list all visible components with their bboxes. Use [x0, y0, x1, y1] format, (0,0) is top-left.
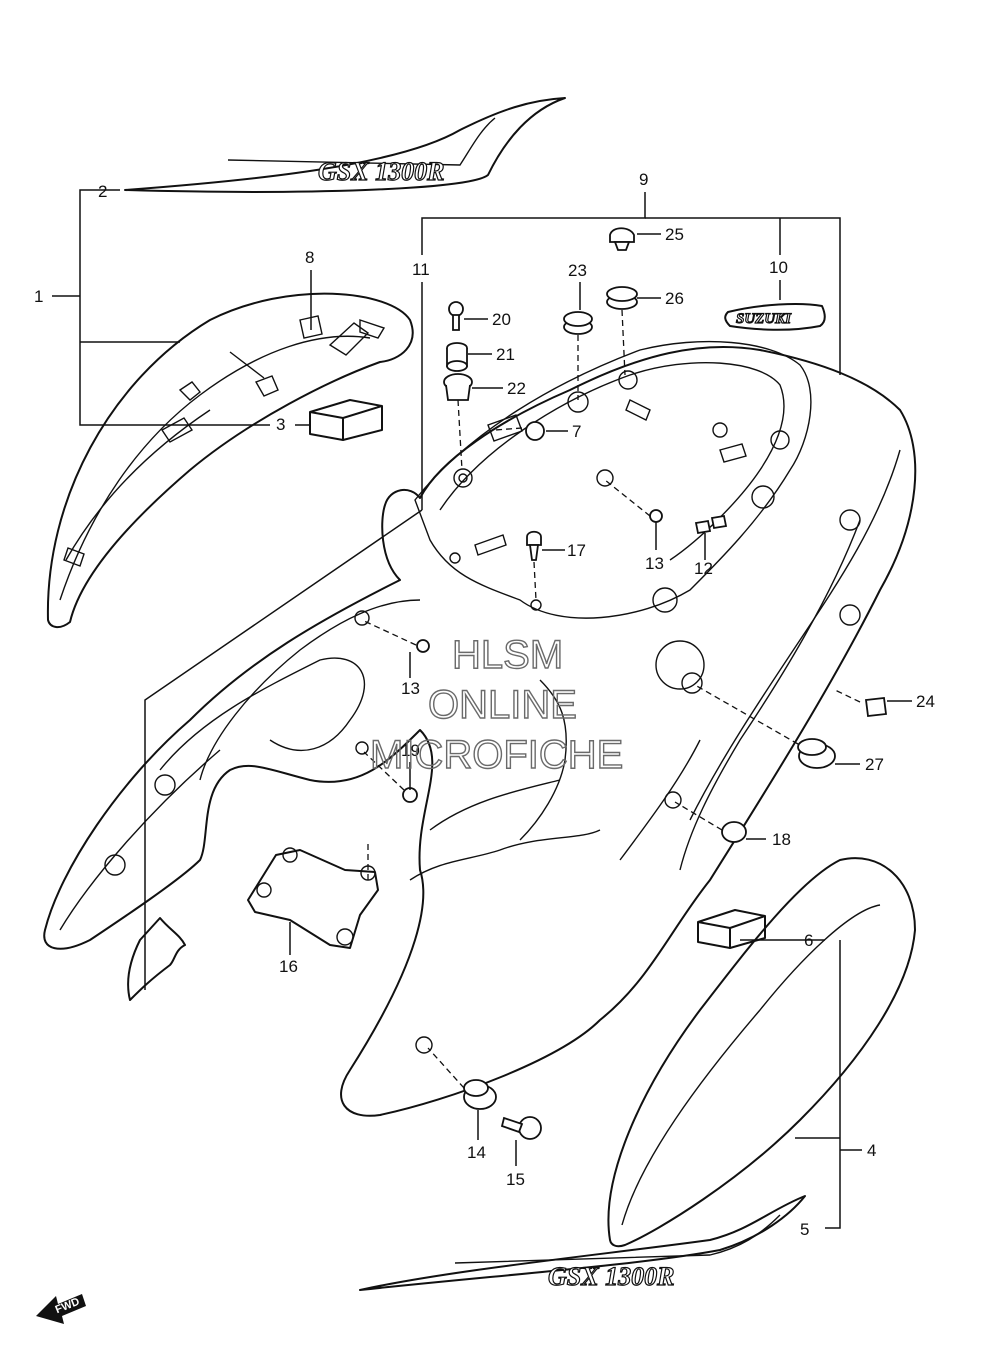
fitment-lines — [361, 309, 861, 1089]
callout-13-top: 13 — [645, 554, 664, 573]
callout-3: 3 — [276, 415, 285, 434]
right-side-cowl — [607, 857, 916, 1248]
callout-13-left: 13 — [401, 679, 420, 698]
callout-24: 24 — [916, 692, 935, 711]
upper-decal: GSX 1300R — [124, 97, 566, 193]
callout-16: 16 — [279, 957, 298, 976]
callout-23: 23 — [568, 261, 587, 280]
callout-4: 4 — [867, 1141, 876, 1160]
bracket-16 — [247, 847, 379, 949]
callout-25: 25 — [665, 225, 684, 244]
callout-12: 12 — [694, 559, 713, 578]
callout-17: 17 — [567, 541, 586, 560]
callout-15: 15 — [506, 1170, 525, 1189]
callout-27: 27 — [865, 755, 884, 774]
callout-9: 9 — [639, 170, 648, 189]
fwd-arrow: FWD — [36, 1294, 86, 1324]
callout-22: 22 — [507, 379, 526, 398]
callout-10: 10 — [769, 258, 788, 277]
callout-7: 7 — [572, 422, 581, 441]
watermark-line-1: HLSM — [452, 633, 563, 677]
callout-5: 5 — [800, 1220, 809, 1239]
upper-decal-logo: GSX 1300R — [318, 157, 444, 186]
suzuki-emblem: SUZUKI — [724, 303, 826, 331]
callout-20: 20 — [492, 310, 511, 329]
callout-14: 14 — [467, 1143, 486, 1162]
left-side-cowl — [46, 292, 414, 628]
seat-tail-cowl — [43, 340, 917, 1117]
callout-labels: 1 2 3 4 5 6 7 8 9 10 11 12 13 13 14 15 1… — [34, 170, 935, 1239]
emblem-text: SUZUKI — [736, 311, 792, 327]
callout-8: 8 — [305, 248, 314, 267]
watermark-line-3: MICROFICHE — [370, 733, 623, 777]
watermark: HLSM ONLINE MICROFICHE — [369, 632, 624, 777]
callout-2: 2 — [98, 182, 107, 201]
hardware — [402, 227, 888, 1140]
callout-1: 1 — [34, 287, 43, 306]
callout-26: 26 — [665, 289, 684, 308]
leader-lines — [52, 189, 912, 1229]
callout-6: 6 — [804, 931, 813, 950]
callout-21: 21 — [496, 345, 515, 364]
cushion-pad-6 — [697, 909, 766, 949]
callout-18: 18 — [772, 830, 791, 849]
callout-19: 19 — [401, 741, 420, 760]
lower-decal: GSX 1300R — [359, 1195, 806, 1292]
callout-11: 11 — [412, 260, 430, 279]
cushion-pad-3 — [309, 399, 383, 441]
lower-decal-logo: GSX 1300R — [548, 1262, 674, 1291]
watermark-line-2: ONLINE — [428, 683, 577, 727]
